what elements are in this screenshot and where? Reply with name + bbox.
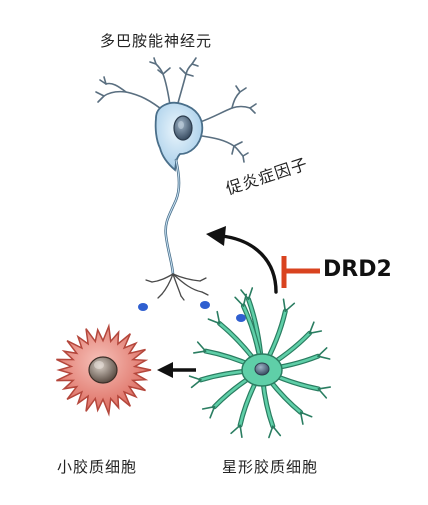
released-molecules (138, 301, 246, 322)
neuron-nucleus (173, 115, 193, 141)
arrow-head-icon (206, 226, 226, 246)
astrocyte-process-branch (188, 375, 202, 381)
astrocyte-process-branch (230, 424, 241, 435)
molecule-dot (138, 303, 148, 311)
molecule-dot (236, 314, 246, 322)
astrocyte-process-branch (196, 341, 207, 352)
astrocyte-process-branch (240, 289, 250, 301)
dopaminergic-neuron (95, 57, 257, 301)
astrocyte-process-branch (317, 386, 331, 390)
astrocyte-process-branch (317, 388, 328, 399)
microglia-nucleus-highlight (94, 361, 104, 369)
astrocyte-process-branch (308, 321, 315, 335)
astrocyte-process-branch (284, 302, 296, 312)
astrocyte-process-branch (299, 411, 313, 418)
neuron-dendrites (95, 57, 257, 163)
astrocyte-process-branch (239, 424, 243, 438)
astrocyte-process-branch (209, 405, 216, 419)
microglia-nucleus (88, 356, 118, 384)
factor-arrow (206, 226, 278, 294)
astrocyte-process-branch (242, 293, 247, 307)
neuron-axon-highlight (165, 159, 180, 275)
astrocyte-process-branch (317, 355, 331, 360)
neuron-axon-terminals (145, 273, 209, 301)
astrocyte-process-branch (282, 298, 287, 312)
astrocyte-process-branch (268, 425, 274, 439)
drd2-inhibition (281, 256, 320, 288)
activation-arrow (157, 362, 196, 378)
receptor-label: DRD2 (323, 257, 392, 282)
astrocyte-process-branch (216, 310, 221, 325)
neuron-nucleus-highlight (178, 121, 184, 129)
astrocyte-process-branch (190, 379, 202, 389)
astrocyte-label: 星形胶质细胞 (222, 458, 319, 476)
astrocyte-nucleus (254, 362, 270, 376)
astrocyte-process-branch (272, 425, 282, 437)
astrocyte-process-branch (201, 405, 216, 410)
astrocyte-process-branch (308, 330, 323, 335)
astrocyte-cell (188, 287, 331, 439)
astrocyte-process-branch (234, 296, 245, 307)
neuron-axon (164, 158, 181, 276)
microglia-cell (56, 323, 152, 417)
astrocyte-process-branch (247, 287, 254, 301)
molecule-dot (200, 301, 210, 309)
arrow-left-icon (157, 362, 173, 378)
neuron-label: 多巴胺能神经元 (100, 32, 213, 50)
astrocyte-process-branch (193, 350, 207, 354)
astrocyte-process-branch (317, 347, 328, 357)
factor-arrow-shaft (220, 234, 278, 294)
astrocyte-process-branch (207, 318, 221, 325)
astrocyte-process-branch (299, 411, 304, 425)
microglia-label: 小胶质细胞 (57, 458, 138, 476)
